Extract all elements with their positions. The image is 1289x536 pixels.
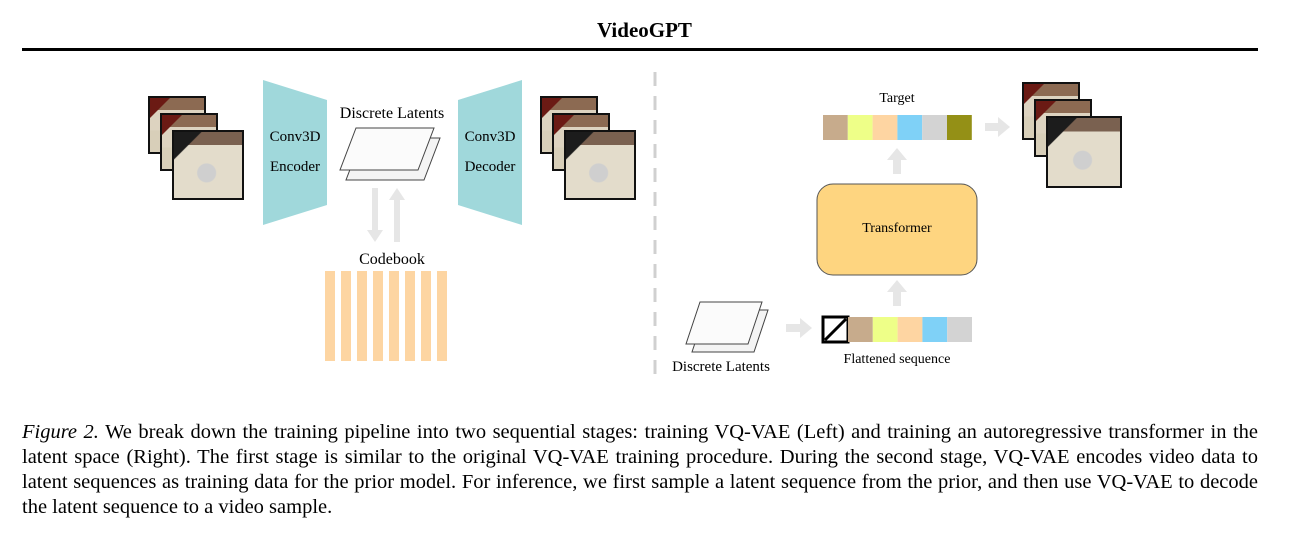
target-label: Target (879, 91, 915, 106)
arrow-to-sequence (786, 318, 812, 338)
encoder-label-line2: Encoder (270, 159, 320, 175)
start-token (821, 315, 850, 344)
codebook-entry (437, 271, 447, 361)
transformer-block (816, 183, 978, 276)
arrow-to-transformer (887, 280, 907, 306)
codebook (325, 271, 447, 361)
up-arrow (389, 188, 405, 242)
sequence-token (897, 317, 923, 342)
encoder-block (263, 80, 327, 225)
target-sequence (823, 115, 972, 140)
target-token (947, 115, 972, 140)
video-frame (564, 130, 636, 200)
video-frame (172, 130, 244, 200)
caption-text: We break down the training pipeline into… (22, 421, 1258, 518)
codebook-entry (405, 271, 415, 361)
codebook-entry (325, 271, 335, 361)
flattened-sequence-label: Flattened sequence (843, 352, 951, 367)
discrete-latents-label: Discrete Latents (339, 105, 445, 122)
figure-2: Conv3D Encoder Conv3D Decoder Discrete L… (0, 60, 1289, 400)
codebook-entry (341, 271, 351, 361)
decoder-label-line2: Decoder (464, 159, 516, 175)
latent-sheet-front-right (685, 301, 763, 345)
header-rule (22, 48, 1258, 51)
target-token (823, 115, 848, 140)
discrete-latents-label-right: Discrete Latents (672, 359, 770, 375)
latent-sheet-front (339, 127, 435, 171)
target-token (922, 115, 947, 140)
caption-lead: Figure 2. (22, 421, 99, 443)
flattened-sequence (848, 317, 972, 342)
video-frame (1046, 116, 1122, 188)
target-token (847, 115, 873, 140)
sequence-token (848, 317, 873, 342)
arrow-to-output (985, 117, 1010, 137)
codebook-label: Codebook (359, 251, 425, 268)
decoder-block (458, 80, 522, 225)
sequence-token (872, 317, 898, 342)
target-token (897, 115, 923, 140)
encoder-label-line1: Conv3D (269, 129, 321, 145)
arrow-to-target (887, 148, 907, 174)
decoder-label-line1: Conv3D (464, 129, 516, 145)
codebook-entry (373, 271, 383, 361)
figure-caption: Figure 2. We break down the training pip… (22, 420, 1258, 520)
running-header-title: VideoGPT (597, 18, 692, 42)
sequence-token (947, 317, 972, 342)
down-arrow (367, 188, 383, 242)
codebook-entry (357, 271, 367, 361)
target-token (872, 115, 898, 140)
pipeline-diagram (263, 72, 1010, 382)
sequence-token (922, 317, 948, 342)
codebook-entry (389, 271, 399, 361)
transformer-label: Transformer (862, 221, 932, 236)
codebook-entry (421, 271, 431, 361)
